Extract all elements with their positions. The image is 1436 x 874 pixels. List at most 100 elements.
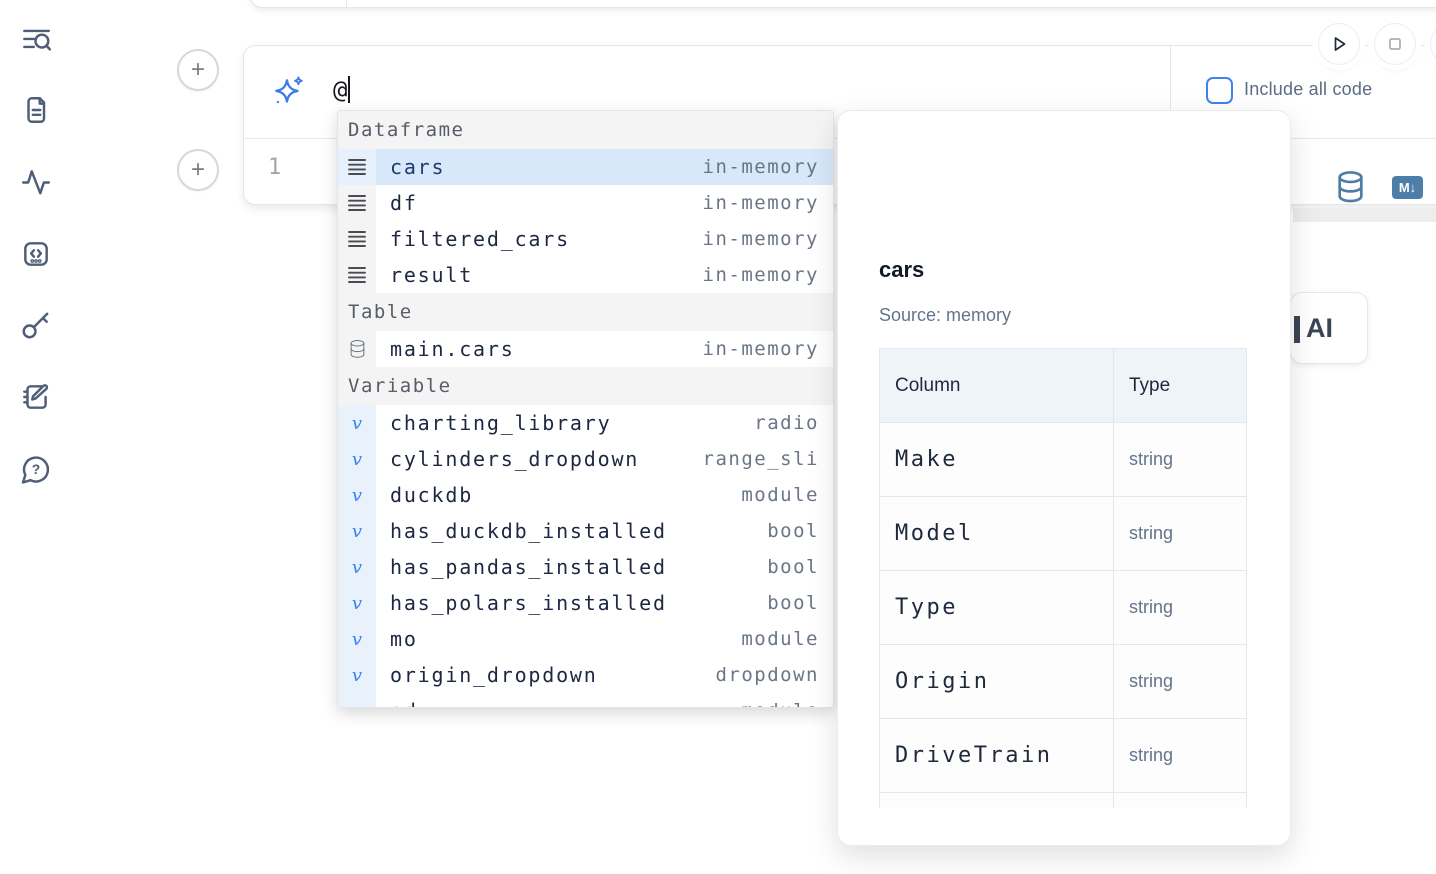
add-cell-button-top[interactable]: + [177, 49, 219, 91]
database-icon[interactable] [1336, 170, 1365, 209]
text-search-icon[interactable] [18, 22, 54, 58]
line-number: 1 [268, 155, 282, 180]
column-type: string [1129, 671, 1174, 691]
item-detail: range_sli [702, 448, 819, 470]
item-detail: radio [754, 412, 819, 434]
variable-icon: v [338, 513, 376, 549]
item-name: result [390, 263, 474, 287]
item-detail: module [741, 628, 819, 650]
stop-cell-button[interactable] [1374, 23, 1416, 65]
autocomplete-item[interactable]: filtered_cars in-memory [338, 221, 833, 257]
autocomplete-item[interactable]: v duckdb module [338, 477, 833, 513]
autocomplete-item[interactable]: v pd module [338, 693, 833, 707]
item-detail: module [741, 484, 819, 506]
activity-icon[interactable] [18, 164, 54, 200]
autocomplete-item[interactable]: v origin_dropdown dropdown [338, 657, 833, 693]
autocomplete-item[interactable]: v charting_library radio [338, 405, 833, 441]
type-header: Type [1129, 374, 1171, 396]
variable-icon: v [338, 693, 376, 707]
notebook-edit-icon[interactable] [18, 379, 54, 415]
variable-icon: v [338, 621, 376, 657]
ai-prompt-input[interactable]: @ [333, 76, 351, 104]
item-name: cars [390, 155, 446, 179]
preview-source: Source: memory [879, 305, 1012, 325]
item-name: pd [390, 699, 418, 707]
dataframe-icon [338, 149, 376, 185]
autocomplete-item[interactable]: v has_polars_installed bool [338, 585, 833, 621]
preview-table-row: Model string [880, 497, 1246, 571]
column-header: Column [880, 349, 1114, 422]
item-name: duckdb [390, 483, 474, 507]
variable-icon: v [351, 628, 363, 650]
item-detail: in-memory [702, 338, 819, 360]
item-detail: module [741, 700, 833, 707]
variable-icon: v [351, 556, 363, 578]
variable-icon: v [338, 477, 376, 513]
column-type: string [1129, 745, 1174, 765]
run-cell-button[interactable] [1318, 23, 1360, 65]
autocomplete-item[interactable]: main.cars in-memory [338, 331, 833, 367]
item-name: main.cars [390, 337, 515, 361]
variable-icon: v [351, 484, 363, 506]
item-name: charting_library [390, 411, 612, 435]
column-type: string [1129, 449, 1174, 469]
dataframe-preview-panel: cars Source: memory 428 rows, 15 columns… [837, 110, 1291, 846]
file-document-icon[interactable] [18, 92, 54, 128]
dataframe-icon [338, 185, 376, 221]
item-detail: bool [767, 592, 819, 614]
column-type: string [1129, 523, 1174, 543]
variable-icon: v [351, 664, 363, 686]
variable-icon: v [338, 441, 376, 477]
autocomplete-item[interactable]: result in-memory [338, 257, 833, 293]
include-all-code-checkbox[interactable] [1206, 77, 1233, 104]
prompt-value: @ [333, 76, 348, 104]
autocomplete-section-header: Dataframe [338, 111, 833, 149]
variable-icon: v [351, 592, 363, 614]
preview-table-row: Make string [880, 423, 1246, 497]
cell-divider-line [346, 0, 347, 7]
key-icon[interactable] [18, 307, 54, 343]
column-name: Model [895, 521, 974, 546]
variable-icon: v [338, 405, 376, 441]
variable-icon: v [351, 448, 363, 470]
item-name: filtered_cars [390, 227, 570, 251]
variable-icon: v [351, 412, 363, 434]
help-chat-icon[interactable]: ? [18, 451, 54, 487]
preview-table-row: DriveTrain string [880, 719, 1246, 793]
generate-with-ai-button[interactable]: AI [1290, 292, 1368, 364]
autocomplete-item[interactable]: v has_pandas_installed bool [338, 549, 833, 585]
autocomplete-item[interactable]: cars in-memory [338, 149, 833, 185]
item-detail: in-memory [702, 264, 819, 286]
column-name: Make [895, 447, 958, 472]
autocomplete-section-header: Table [338, 293, 833, 331]
item-detail: in-memory [702, 228, 819, 250]
markdown-convert-icon[interactable]: M↓ [1392, 176, 1423, 199]
svg-text:?: ? [32, 461, 40, 477]
item-detail: in-memory [702, 156, 819, 178]
add-cell-button-bottom[interactable]: + [177, 149, 219, 191]
code-snippet-icon[interactable] [18, 236, 54, 272]
prompt-divider [1170, 46, 1171, 138]
variable-icon: v [338, 549, 376, 585]
preview-table-header: Column Type [880, 349, 1246, 423]
previous-cell-edge [250, 0, 1436, 8]
column-name: DriveTrain [895, 743, 1053, 768]
item-detail: dropdown [715, 664, 819, 686]
item-name: origin_dropdown [390, 663, 598, 687]
dataframe-icon [338, 257, 376, 293]
item-name: has_polars_installed [390, 591, 667, 615]
item-detail: bool [767, 556, 819, 578]
column-name: Type [895, 595, 958, 620]
variable-icon: v [351, 520, 363, 542]
include-all-code-label: Include all code [1244, 79, 1373, 99]
item-name: has_pandas_installed [390, 555, 667, 579]
preview-title: cars [879, 257, 925, 282]
